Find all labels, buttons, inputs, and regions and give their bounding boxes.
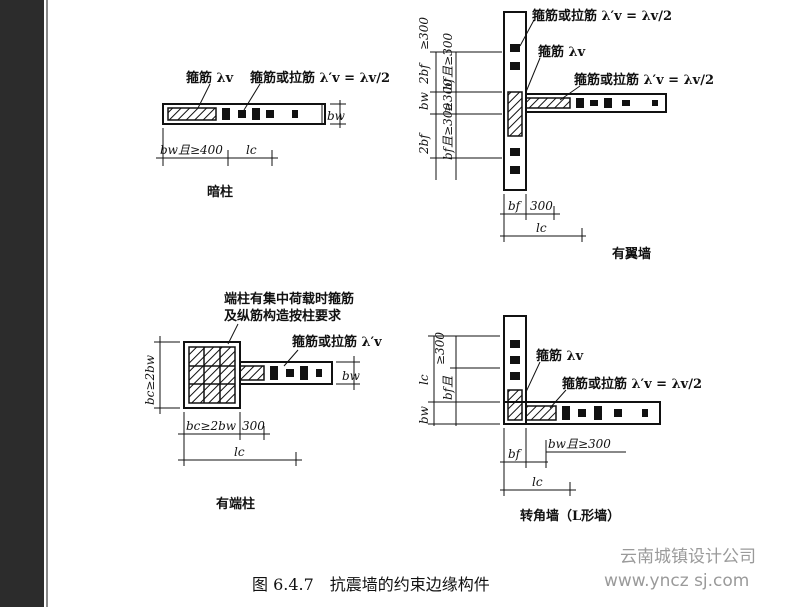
dim-bc-2bw-horizontal: bc≥2bw xyxy=(186,419,237,433)
panel-corner-wall: 箍筋 λv 箍筋或拉筋 λ′v = λv/2 ≥300 lc bf且 bw bw… xyxy=(417,315,702,524)
dim-bf: bf xyxy=(508,199,523,213)
panel-dark-column: 箍筋 λv 箍筋或拉筋 λ′v = λv/2 bw bw且≥400 lc 暗柱 xyxy=(156,70,390,200)
dim-bf-300-top: bf且≥300 xyxy=(441,33,455,90)
panel-title-flange-wall: 有翼墙 xyxy=(612,246,651,262)
web-boundary-hatch xyxy=(525,97,571,109)
dim-2bf-top: 2bf xyxy=(417,62,431,85)
end-column-grid xyxy=(189,347,235,403)
panel-title-corner-wall: 转角墙（L形墙） xyxy=(520,508,620,524)
dim-bf-300: bf且 xyxy=(441,376,455,400)
panel-title-dark-column: 暗柱 xyxy=(207,184,233,200)
left-border-rule xyxy=(46,0,48,607)
dim-bw-300: bw且≥300 xyxy=(548,437,611,451)
dim-300-b: 300 xyxy=(530,199,553,213)
dim-bw: bw xyxy=(327,109,346,123)
label-stirrup-or-tie: 箍筋或拉筋 λ′v = λv/2 xyxy=(250,70,390,86)
dim-2bf-bottom: 2bf xyxy=(417,132,431,155)
watermark-line-2: www.yncz sj.com xyxy=(604,571,749,591)
tie-bars xyxy=(222,108,298,120)
vertical-ties xyxy=(510,340,520,380)
dim-bf-300-bottom: bf且≥300 xyxy=(441,103,455,160)
web-ties xyxy=(270,366,322,380)
note-line-2: 及纵筋构造按柱要求 xyxy=(224,308,342,324)
dim-ge300: ≥300 xyxy=(433,332,447,365)
dim-lc-vertical: lc xyxy=(417,374,431,385)
corner-hatch-horizontal xyxy=(525,405,557,421)
dim-bc-2bw-vertical: bc≥2bw xyxy=(143,354,157,405)
label-stirrup: 箍筋 λv xyxy=(538,44,586,60)
watermark-line-1: 云南城镇设计公司 xyxy=(620,547,756,567)
corner-hatch-vertical xyxy=(507,389,523,421)
label-stirrup-or-tie: 箍筋或拉筋 λ′v = λv/2 xyxy=(562,376,702,392)
dim-300: ≥300 xyxy=(441,79,455,112)
panel-flange-wall: 箍筋或拉筋 λ′v = λv/2 箍筋 λv 箍筋或拉筋 λ′v = λv/2 … xyxy=(417,8,714,262)
dim-bw: bw xyxy=(417,91,431,110)
dim-lc: lc xyxy=(246,143,257,157)
dim-300: 300 xyxy=(242,419,265,433)
flange-ties xyxy=(510,44,520,174)
figure-caption: 图 6.4.7 抗震墙的约束边缘构件 xyxy=(252,575,490,594)
label-stirrup: 箍筋 λv xyxy=(536,348,584,364)
web-ties xyxy=(576,98,658,108)
wall-section-outline xyxy=(162,103,326,125)
dim-bw: bw xyxy=(342,369,361,383)
end-column-hatch xyxy=(188,346,236,404)
horizontal-ties xyxy=(562,406,648,420)
label-stirrup-or-tie-top: 箍筋或拉筋 λ′v = λv/2 xyxy=(532,8,672,24)
dim-bw-ge-400: bw且≥400 xyxy=(160,143,223,157)
label-stirrup-or-tie: 箍筋或拉筋 λ′v xyxy=(292,334,382,350)
web-boundary-hatch xyxy=(239,365,265,381)
dim-lc: lc xyxy=(532,475,543,489)
flange-boundary-hatch xyxy=(507,91,523,137)
dim-ge300-top: ≥300 xyxy=(417,17,431,50)
boundary-zone-hatch xyxy=(167,107,217,121)
dim-bf: bf xyxy=(508,447,523,461)
panel-title-end-column: 有端柱 xyxy=(216,496,255,512)
left-dark-strip xyxy=(0,0,44,607)
horizontal-wall-outline xyxy=(503,401,661,425)
label-stirrup: 箍筋 λv xyxy=(186,70,234,86)
panel-end-column: 端柱有集中荷载时箍筋 及纵筋构造按柱要求 箍筋或拉筋 λ′v xyxy=(143,291,382,512)
dim-lc: lc xyxy=(536,221,547,235)
dim-lc: lc xyxy=(234,445,245,459)
dim-bw: bw xyxy=(417,405,431,424)
note-line-1: 端柱有集中荷载时箍筋 xyxy=(224,291,354,307)
label-stirrup-or-tie-right: 箍筋或拉筋 λ′v = λv/2 xyxy=(574,72,714,88)
